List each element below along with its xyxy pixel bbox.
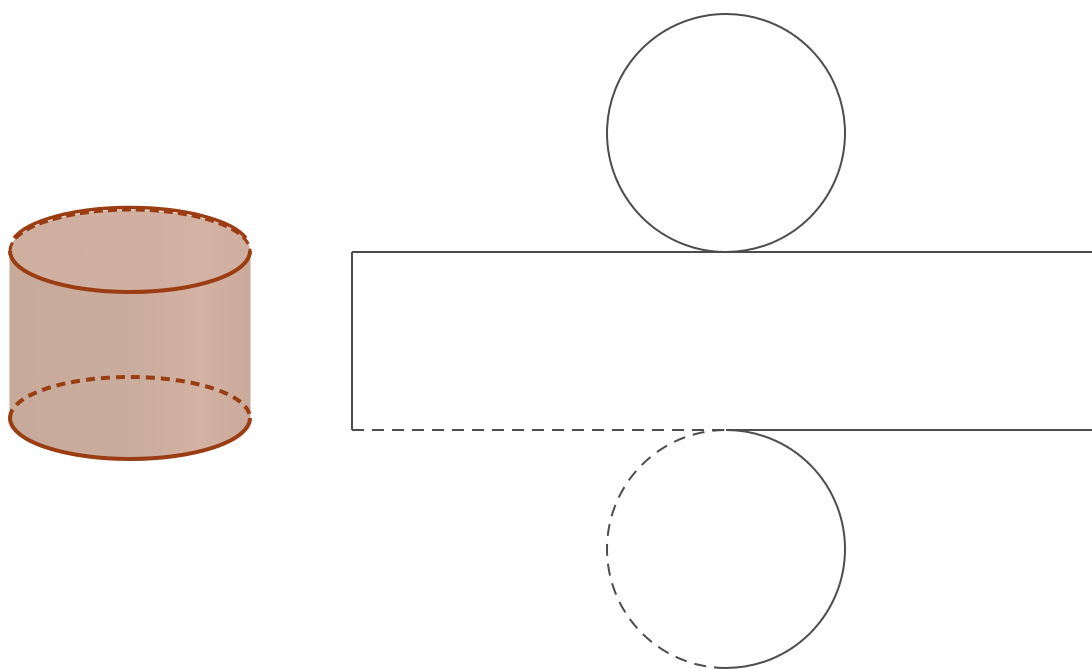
cylinder-top-rim-back <box>8 208 252 252</box>
cylinder-bottom-rim-back <box>8 375 252 419</box>
cylinder-net <box>351 13 1092 669</box>
net-bottom-circle <box>606 429 846 669</box>
cylinder-top-face <box>10 210 250 292</box>
cylinder-top-rim-front <box>8 250 252 294</box>
net-bottom-circle-left-arc-dashed <box>606 429 727 669</box>
net-bottom-circle-right-arc <box>725 429 846 669</box>
cylinder-3d <box>8 205 252 461</box>
cylinder-bottom-rim-front <box>8 417 252 461</box>
net-lateral-rectangle <box>351 251 1092 431</box>
net-top-circle <box>606 13 846 253</box>
cylinder-top-rim-back-overlay <box>12 205 248 240</box>
